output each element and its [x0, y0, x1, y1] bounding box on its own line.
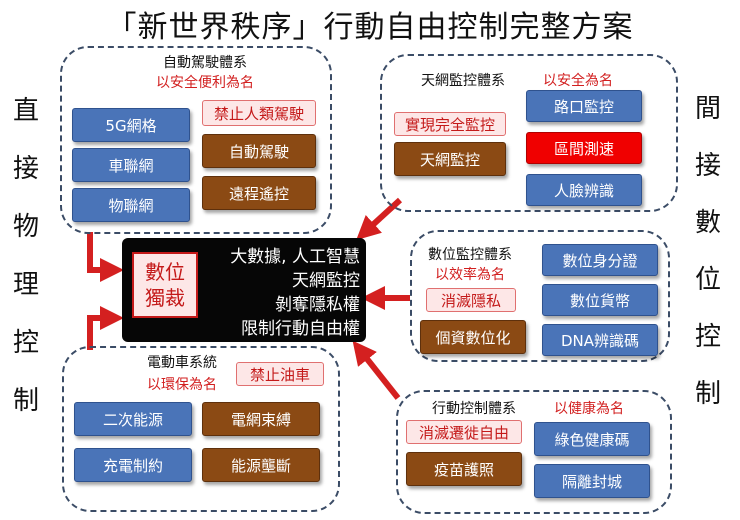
right-char: 控: [694, 322, 721, 352]
right-char: 數: [694, 208, 721, 238]
right-char: 接: [694, 151, 721, 181]
box-energy-monopoly: 能源壟斷: [202, 448, 320, 482]
group-title: 電動車系統: [147, 355, 217, 371]
group-subtitle: 以效率為名: [435, 267, 505, 283]
left-char: 接: [12, 154, 39, 184]
box-digital-id: 數位身分證: [542, 244, 658, 276]
box-total-surveillance: 實現完全監控: [394, 112, 506, 136]
left-char: 直: [12, 96, 39, 126]
badge-line: 獨裁: [145, 286, 185, 310]
box-ban-fuel-cars: 禁止油車: [236, 362, 324, 386]
autonomous-driving-group: [60, 46, 332, 234]
box-dna-code: DNA辨識碼: [542, 324, 658, 356]
center-line: 剝奪隱私權: [275, 295, 360, 315]
box-skynet-monitoring: 天網監控: [394, 142, 506, 176]
left-char: 制: [12, 386, 39, 416]
left-side-label: 直 接 物 理 控 制: [6, 90, 46, 438]
group-subtitle: 以安全便利為名: [156, 75, 254, 91]
box-charging-restriction: 充電制約: [74, 448, 192, 482]
box-iot: 物聯網: [72, 188, 190, 222]
box-personal-data-digitization: 個資數位化: [420, 320, 526, 354]
center-line: 限制行動自由權: [241, 319, 360, 339]
digital-surveillance-group: [410, 230, 670, 362]
box-autonomous-driving: 自動駕駛: [202, 134, 316, 168]
ev-system-group: [62, 346, 340, 512]
center-line: 大數據, 人工智慧: [230, 247, 360, 267]
page-title: 「新世界秩序」行動自由控制完整方案: [106, 10, 634, 45]
group-subtitle: 以健康為名: [554, 401, 624, 417]
box-vehicle-network: 車聯網: [72, 148, 190, 182]
group-title: 自動駕駛體系: [163, 55, 247, 71]
box-green-health-code: 綠色健康碼: [534, 422, 650, 456]
box-section-speed-check: 區間測速: [526, 132, 642, 164]
group-title: 行動控制體系: [432, 401, 516, 417]
left-char: 理: [12, 270, 39, 300]
badge-line: 數位: [145, 260, 185, 284]
box-quarantine-lockdown: 隔離封城: [534, 464, 650, 498]
left-char: 控: [12, 328, 39, 358]
digital-dictatorship-badge: 數位 獨裁: [132, 252, 198, 318]
center-line: 天網監控: [292, 271, 360, 291]
arrow-from-movement: [352, 340, 401, 400]
left-char: 物: [12, 212, 39, 242]
right-side-label: 間 接 數 位 控 制: [688, 88, 728, 430]
group-subtitle: 以環保為名: [147, 377, 217, 393]
box-eliminate-privacy: 消滅隱私: [426, 288, 516, 312]
box-secondary-energy: 二次能源: [74, 402, 192, 436]
box-eliminate-migration-freedom: 消滅遷徙自由: [406, 420, 522, 444]
box-vaccine-passport: 疫苗護照: [406, 452, 522, 486]
right-char: 間: [694, 94, 721, 124]
arrow-from-autonomous: [87, 232, 124, 282]
group-title: 數位監控體系: [428, 247, 512, 263]
box-remote-control: 遠程遙控: [202, 176, 316, 210]
box-grid-bondage: 電網束縛: [202, 402, 320, 436]
arrow-from-ev: [87, 306, 124, 350]
box-digital-currency: 數位貨幣: [542, 284, 658, 316]
movement-control-group: [396, 390, 672, 514]
skynet-group: [380, 54, 678, 212]
group-title: 天網監控體系: [421, 73, 505, 89]
right-char: 制: [694, 379, 721, 409]
box-intersection-monitoring: 路口監控: [526, 90, 642, 122]
right-char: 位: [694, 265, 721, 295]
box-ban-human-driving: 禁止人類駕駛: [202, 100, 316, 126]
group-subtitle: 以安全為名: [543, 73, 613, 89]
center-text: 大數據, 人工智慧 天網監控 剝奪隱私權 限制行動自由權: [200, 242, 360, 339]
box-face-recognition: 人臉辨識: [526, 174, 642, 206]
box-5g-grid: 5G網格: [72, 108, 190, 142]
